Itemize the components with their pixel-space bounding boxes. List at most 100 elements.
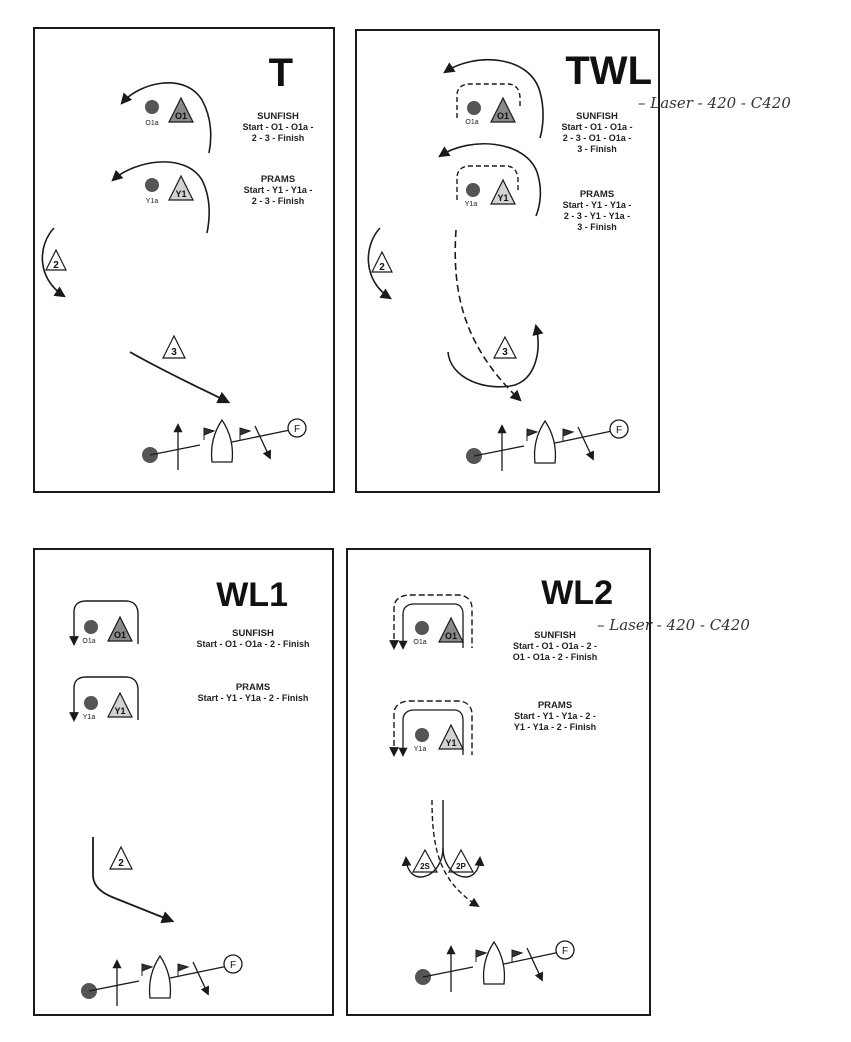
triangle-mark-3-icon [493,335,517,359]
mark-label-y1: Y1 [175,189,186,199]
mark-group-2-twl: 2 [367,227,393,300]
committee-boat-icon [482,940,506,985]
mark-label-o1a: O1a [413,639,426,646]
mark-label-o1: O1 [114,630,126,640]
finish-label: F [616,425,622,436]
start-finish-area-t: F [142,418,307,470]
dashed-route [389,700,473,757]
rounding-arrow [367,227,392,300]
handwritten-note-twl: – Laser - 420 - C420 [638,94,791,112]
sunfish-heading: SUNFISH [257,111,299,122]
finish-mark-icon [223,954,243,974]
triangle-mark-y1-icon [490,178,516,205]
triangle-mark-2-icon [371,250,393,273]
triangle-mark-y1-icon [107,691,133,718]
mark-label-y1a: Y1a [146,198,159,205]
buoy-o1a-icon [467,101,481,115]
sunfish-route-wl1: SUNFISH Start - O1 - O1a - 2 - Finish [183,628,323,650]
start-line [473,445,525,457]
gate-2s-2p-wl2: 2S 2P [401,799,485,908]
committee-boat-icon [533,419,557,464]
start-line [149,444,201,456]
mark-label-y1: Y1 [497,193,508,203]
mark-group-y1-t: Y1a Y1 [111,161,210,234]
start-finish-area-wl2: F [415,940,575,992]
prams-route-t: PRAMS Start - Y1 - Y1a - 2 - 3 - Finish [228,174,328,207]
finish-mark-icon [555,940,575,960]
rounding-arrow [438,142,542,217]
buoy-y1a-icon [84,696,98,710]
finish-arrow [192,961,210,996]
course-title-t: T [268,51,293,95]
route-line: Start - O1 - O1a - [242,122,314,132]
route-line: Start - O1 - O1a - 2 - Finish [196,639,310,649]
mark-label-3: 3 [171,347,177,358]
buoy-y1a-icon [415,728,429,742]
prams-heading: PRAMS [537,700,573,711]
rounding-path [398,709,464,757]
sunfish-route-wl2: SUNFISH Start - O1 - O1a - 2 - O1 - O1a … [500,630,610,663]
flag-icon [526,428,539,441]
triangle-mark-o1-icon [438,616,464,643]
triangle-mark-2s-icon [411,848,439,873]
mark-label-o1: O1 [445,631,457,641]
finish-line [169,965,229,979]
mark-label-y1a: Y1a [83,714,96,721]
triangle-mark-2p-icon [447,848,475,873]
flag-icon [511,949,524,962]
dashed-route [389,594,473,650]
triangle-mark-3-icon [162,334,186,359]
dashed-route [431,799,480,908]
triangle-mark-o1-icon [168,96,194,123]
mark-group-3-t: 3 [129,334,231,404]
finish-arrow [526,947,544,982]
sunfish-route-twl: SUNFISH Start - O1 - O1a - 2 - 3 - O1 - … [547,111,647,155]
course-leg-arrow [92,837,175,924]
prams-heading: PRAMS [235,682,271,693]
sunfish-heading: SUNFISH [232,628,274,639]
rounding-arrow [442,847,485,878]
prams-heading: PRAMS [579,189,615,200]
mark-label-o1a: O1a [145,120,158,127]
route-line: O1 - O1a - 2 - Finish [512,652,598,662]
route-line: 3 - Finish [577,222,617,232]
triangle-mark-o1-icon [107,615,133,642]
finish-line [554,430,613,444]
rounding-arrow [111,161,210,234]
route-line: Start - Y1 - Y1a - 2 - [514,711,596,721]
flag-icon [203,427,216,440]
rounding-arrow [41,227,66,298]
dashed-route [454,229,522,402]
rounding-path [398,603,464,650]
course-panel-twl: TWL SUNFISH Start - O1 - O1a - 2 - 3 - O… [355,29,660,493]
mark-group-2-wl1: 2 [92,837,175,924]
finish-mark-icon [609,419,629,439]
finish-arrow [577,426,595,461]
triangle-mark-2-icon [109,845,133,870]
mark-label-2: 2 [118,858,124,869]
mark-group-y1-wl1: Y1a Y1 [69,676,139,722]
mark-label-o1: O1 [175,111,187,121]
rounding-path [69,676,139,722]
committee-boat-icon [210,418,234,463]
mark-label-o1: O1 [497,111,509,121]
course-title-twl: TWL [565,49,652,93]
rounding-arrow [443,58,544,139]
mark-group-o1-t: O1a O1 [120,82,212,154]
finish-label: F [294,424,300,435]
route-line: Y1 - Y1a - 2 - Finish [513,722,597,732]
course-title-wl2: WL2 [541,574,613,612]
route-line: 2 - 3 - Y1 - Y1a - [563,211,631,221]
mark-group-3-twl: 3 [447,323,544,388]
finish-label: F [230,960,236,971]
mark-label-2p: 2P [456,862,466,871]
mark-label-y1: Y1 [445,738,456,748]
mark-label-2: 2 [53,260,59,271]
mark-label-o1a: O1a [465,119,478,126]
route-line: Start - Y1 - Y1a - [562,200,632,210]
triangle-mark-2-icon [45,248,67,271]
triangle-mark-o1-icon [490,96,516,123]
route-line: 2 - 3 - Finish [251,133,305,143]
rounding-arrow [401,847,444,878]
